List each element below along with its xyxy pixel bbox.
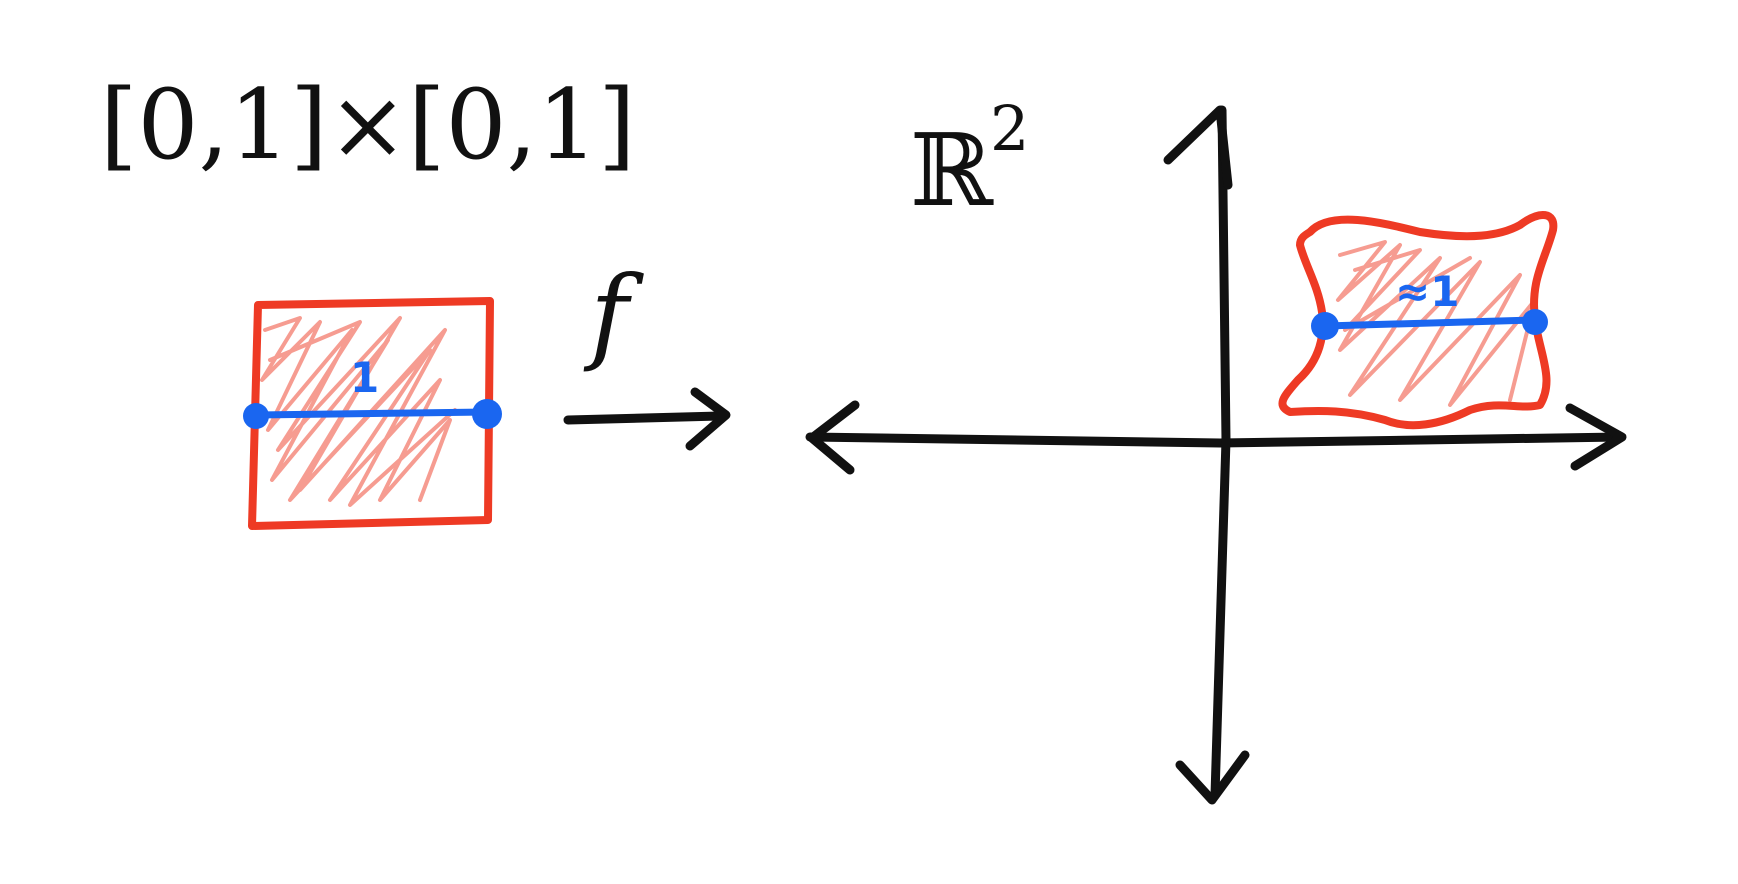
image-segment-right-endpoint [1522, 309, 1548, 335]
x-axis-right-arrowhead [1565, 403, 1627, 471]
image-segment: ≈1 [1311, 267, 1548, 340]
image-segment-left-endpoint [1311, 312, 1339, 340]
map-arrow [563, 387, 731, 451]
image-segment-line [1321, 316, 1539, 330]
domain-label: [0,1]×[0,1] [100, 69, 636, 181]
x-axis [805, 432, 1625, 448]
unit-segment-length-label: 1 [350, 353, 379, 402]
unit-segment-left-endpoint [243, 403, 269, 429]
unit-square-hatching [260, 316, 457, 507]
codomain-label: ℝ [910, 112, 994, 229]
coordinate-axes [805, 105, 1627, 805]
codomain-power: 2 [990, 92, 1029, 165]
unit-segment-right-endpoint [472, 399, 502, 429]
image-segment-length-label: ≈1 [1395, 267, 1459, 316]
unit-square-border [248, 297, 494, 530]
y-axis-bottom-arrowhead [1175, 750, 1250, 805]
y-axis-top-arrowhead [1163, 105, 1233, 190]
x-axis-left-arrowhead [807, 400, 860, 475]
unit-segment-line [252, 408, 491, 419]
map-label: f [583, 253, 644, 375]
unit-square [248, 297, 494, 530]
unit-segment: 1 [243, 353, 502, 429]
image-region-hatching [1336, 240, 1537, 407]
y-axis [1210, 105, 1231, 800]
